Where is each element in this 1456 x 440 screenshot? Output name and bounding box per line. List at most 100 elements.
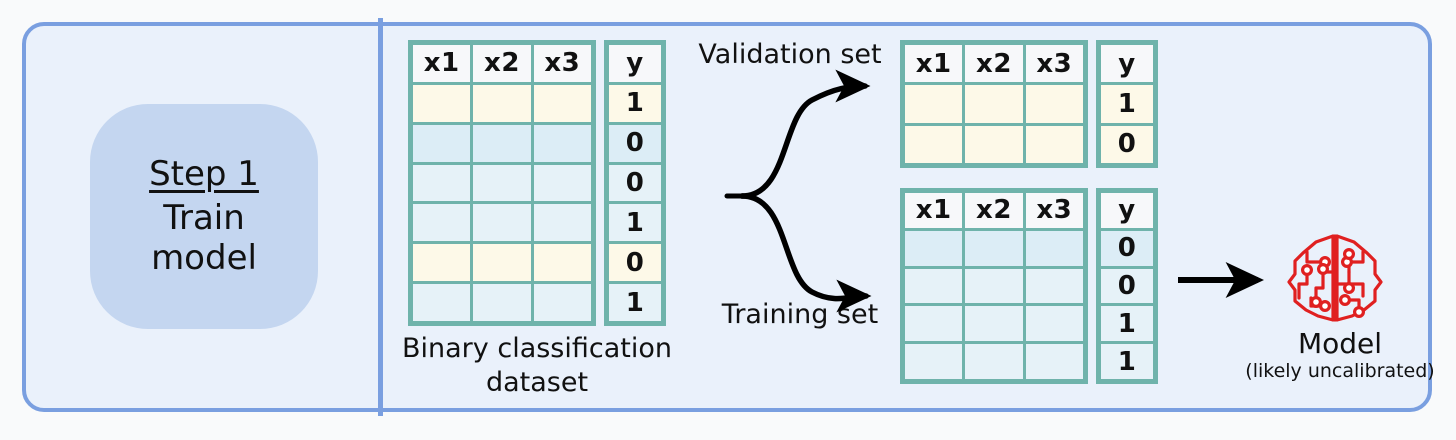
target-cell: 0 [1101,268,1153,304]
header-cell-x3: x3 [1025,193,1083,228]
feature-cell [965,344,1023,379]
feature-cell [413,124,471,162]
step-title: Step 1 [149,153,259,194]
table-header-row: y [1101,193,1153,228]
table-row [905,85,1083,123]
header-cell-y: y [1101,45,1153,83]
feature-cell [1025,344,1083,379]
table-row: 0 [609,244,661,282]
target-cell: 1 [1101,306,1153,342]
table-row [413,204,591,242]
feature-cell [905,306,963,342]
dataset-caption: Binary classification dataset [392,332,682,400]
feature-cell [473,84,531,122]
feature-cell [1025,230,1083,266]
table-row [413,244,591,282]
header-cell-x3: x3 [533,45,591,82]
feature-cell [1025,85,1083,123]
feature-cell [533,84,591,122]
table-row [905,268,1083,304]
table-row [905,125,1083,163]
feature-cell [473,124,531,162]
feature-cell [533,284,591,322]
feature-cell [905,344,963,379]
dataset-caption-line1: Binary classification [402,333,672,364]
feature-cell [533,124,591,162]
table-row [413,124,591,162]
table-header-row: y [1101,45,1153,83]
feature-cell [413,84,471,122]
feature-cell [413,244,471,282]
table-row: 0 [609,164,661,202]
feature-cell [965,125,1023,163]
header-cell-x2: x2 [473,45,531,82]
feature-cell [965,85,1023,123]
header-cell-x1: x1 [905,193,963,228]
table-row: 1 [1101,85,1153,123]
feature-cell [413,204,471,242]
feature-cell [473,244,531,282]
table-row [905,230,1083,266]
table-row: 1 [1101,306,1153,342]
header-cell-y: y [1101,193,1153,228]
table-row [413,284,591,322]
feature-cell [1025,125,1083,163]
brain-circuit-icon [1287,234,1383,322]
table-row [413,84,591,122]
dataset-target-table: y 1 0 0 1 0 1 [604,40,666,326]
target-cell: 1 [1101,344,1153,379]
feature-cell [413,164,471,202]
model-label: Model [1297,327,1383,360]
dataset-feature-table: x1 x2 x3 [408,40,596,326]
table-row: 1 [609,284,661,322]
header-cell-y: y [609,45,661,82]
target-cell: 0 [1101,125,1153,163]
feature-cell [965,230,1023,266]
feature-cell [905,268,963,304]
target-cell: 0 [1101,230,1153,266]
feature-cell [905,85,963,123]
model-note: (likely uncalibrated) [1245,360,1435,382]
validation-feature-table: x1 x2 x3 [900,40,1088,168]
training-set-label: Training set [721,299,879,330]
table-row: 1 [1101,344,1153,379]
header-cell-x1: x1 [413,45,471,82]
feature-cell [965,268,1023,304]
table-header-row: x1 x2 x3 [905,193,1083,228]
target-cell: 1 [609,204,661,242]
header-cell-x2: x2 [965,193,1023,228]
panel-divider [378,18,383,416]
feature-cell [413,284,471,322]
target-cell: 1 [1101,85,1153,123]
feature-cell [533,164,591,202]
feature-cell [905,230,963,266]
step-subtitle-line1: Train [163,197,245,238]
target-cell: 0 [609,124,661,162]
feature-cell [533,204,591,242]
feature-cell [473,204,531,242]
target-cell: 1 [609,84,661,122]
table-row: 0 [609,124,661,162]
table-row: 1 [609,84,661,122]
table-row: 0 [1101,268,1153,304]
feature-cell [1025,306,1083,342]
step-subtitle-line2: model [151,238,257,279]
feature-cell [533,244,591,282]
header-cell-x2: x2 [965,45,1023,83]
feature-cell [1025,268,1083,304]
training-feature-table: x1 x2 x3 [900,188,1088,384]
target-cell: 0 [609,244,661,282]
header-cell-x1: x1 [905,45,963,83]
table-row: 0 [1101,125,1153,163]
training-target-table: y 0 0 1 1 [1096,188,1158,384]
table-row [413,164,591,202]
table-header-row: x1 x2 x3 [413,45,591,82]
feature-cell [473,284,531,322]
table-row [905,306,1083,342]
table-row [905,344,1083,379]
feature-cell [905,125,963,163]
validation-set-label: Validation set [698,39,882,70]
table-row: 1 [609,204,661,242]
step-badge: Step 1 Train model [90,104,318,329]
